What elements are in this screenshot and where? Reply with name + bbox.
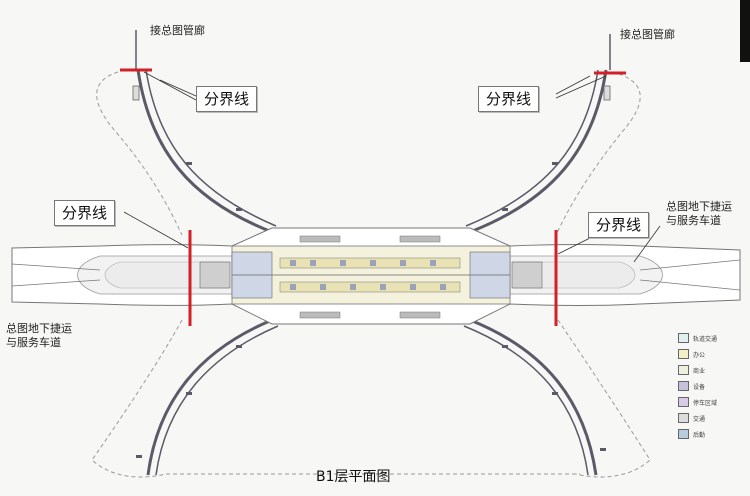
label-connect-right: 接总图管廊 — [620, 28, 675, 41]
legend-item: 停车区域 — [678, 394, 717, 410]
legend-item: 交通 — [678, 410, 717, 426]
callout-boundary-mid-left: 分界线 — [54, 200, 116, 226]
legend-text: 商业 — [693, 367, 706, 375]
callout-boundary-mid-right: 分界线 — [588, 212, 650, 238]
label-connect-left: 接总图管廊 — [150, 24, 205, 37]
legend: 轨道交通 办公 商业 设备 停车区域 交通 后勤 — [678, 330, 717, 442]
legend-text: 停车区域 — [693, 399, 718, 407]
window-edge-bar — [740, 0, 750, 62]
label-road-right-2: 与服务车道 — [666, 214, 721, 227]
legend-swatch — [678, 365, 689, 375]
legend-swatch — [678, 429, 689, 439]
legend-item: 轨道交通 — [678, 330, 717, 346]
callout-boundary-top-right: 分界线 — [478, 86, 540, 112]
legend-swatch — [678, 413, 689, 423]
legend-text: 后勤 — [693, 431, 706, 439]
tunnel-ticks — [132, 85, 611, 458]
legend-text: 办公 — [693, 351, 706, 359]
main-band — [11, 227, 741, 325]
legend-text: 轨道交通 — [693, 335, 718, 343]
callout-boundary-top-left: 分界线 — [196, 86, 258, 112]
legend-swatch — [678, 397, 689, 407]
label-road-left-1: 总图地下捷运 — [6, 322, 72, 335]
legend-item: 后勤 — [678, 426, 717, 442]
curved-tunnels — [136, 69, 608, 476]
legend-item: 办公 — [678, 346, 717, 362]
pipe-connectors — [135, 30, 611, 70]
label-road-right-1: 总图地下捷运 — [666, 200, 732, 213]
legend-text: 设备 — [693, 383, 706, 391]
legend-text: 交通 — [693, 415, 706, 423]
legend-swatch — [678, 349, 689, 359]
plan-title: B1层平面图 — [316, 469, 391, 485]
boundary-lines — [120, 68, 626, 326]
label-road-left-2: 与服务车道 — [6, 336, 61, 349]
legend-item: 设备 — [678, 378, 717, 394]
site-outline — [91, 71, 651, 478]
legend-item: 商业 — [678, 362, 717, 378]
legend-swatch — [678, 381, 689, 391]
legend-swatch — [678, 333, 689, 343]
